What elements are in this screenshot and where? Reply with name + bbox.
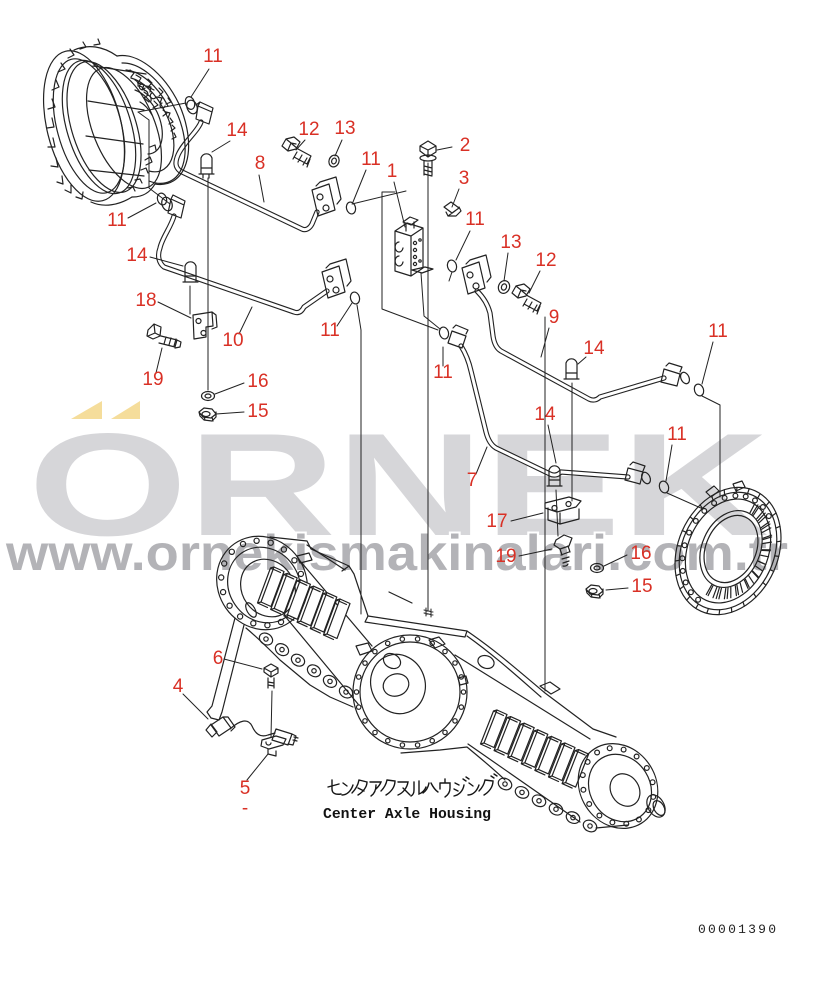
svg-text:18: 18 (135, 290, 156, 311)
svg-text:7: 7 (467, 470, 478, 491)
svg-text:11: 11 (107, 210, 127, 231)
svg-text:14: 14 (583, 338, 605, 359)
svg-text:14: 14 (534, 404, 556, 425)
svg-text:19: 19 (495, 546, 516, 567)
svg-text:ORNEK: ORNEK (28, 403, 769, 566)
svg-text:Center Axle Housing: Center Axle Housing (323, 806, 491, 823)
svg-text:11: 11 (433, 362, 453, 383)
svg-text:3: 3 (459, 168, 470, 189)
svg-text:11: 11 (667, 424, 687, 445)
svg-text:12: 12 (535, 250, 556, 271)
svg-text:9: 9 (549, 307, 560, 328)
svg-text:12: 12 (298, 119, 319, 140)
svg-text:2: 2 (460, 135, 471, 156)
svg-text:11: 11 (320, 320, 340, 341)
svg-text:19: 19 (142, 369, 163, 390)
svg-text:17: 17 (486, 511, 507, 532)
svg-text:1: 1 (387, 161, 398, 182)
svg-text:11: 11 (361, 149, 381, 170)
svg-text:13: 13 (500, 232, 521, 253)
svg-text:4: 4 (173, 676, 184, 697)
svg-text:5: 5 (240, 778, 251, 799)
svg-text:16: 16 (247, 371, 268, 392)
svg-text:13: 13 (334, 118, 355, 139)
svg-text:6: 6 (213, 648, 224, 669)
svg-text:15: 15 (631, 576, 652, 597)
svg-text:16: 16 (630, 543, 651, 564)
svg-text:14: 14 (126, 245, 148, 266)
svg-text:11: 11 (203, 46, 223, 67)
svg-text:-: - (242, 798, 248, 819)
svg-text:10: 10 (222, 330, 243, 351)
svg-text:8: 8 (255, 153, 266, 174)
svg-text:www.ornekismakinalari.com.tr: www.ornekismakinalari.com.tr (5, 525, 788, 581)
svg-text:11: 11 (708, 321, 728, 342)
svg-text:15: 15 (247, 401, 268, 422)
svg-text:14: 14 (226, 120, 248, 141)
svg-text:11: 11 (465, 209, 485, 230)
